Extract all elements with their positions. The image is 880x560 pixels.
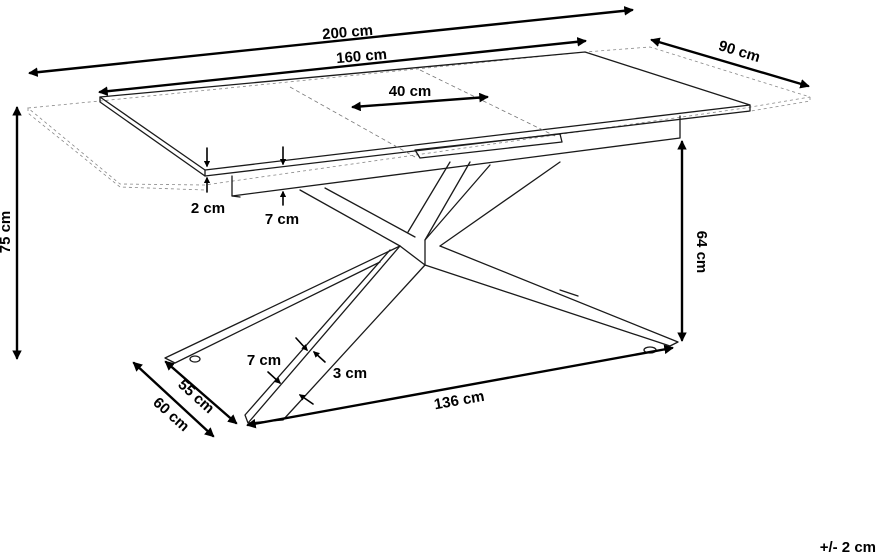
tolerance-note: +/- 2 cm [820,539,876,556]
label-top-thickness: 2 cm [191,200,225,217]
label-foot-outer: 60 cm [150,394,193,435]
label-leg-thickness: 3 cm [333,365,367,382]
dim-line-160 [98,37,587,96]
extended-tabletop-outline [27,46,811,191]
label-total-length: 200 cm [322,22,374,43]
dim-line-40 [351,92,489,112]
dim-line-60 [132,361,215,438]
label-leg-height: 64 cm [693,231,710,274]
label-base-length: 136 cm [433,388,486,414]
dim-arrow-legw-a [295,337,308,351]
label-total-height: 75 cm [0,211,14,254]
dim-line-136 [246,344,674,429]
table-base [164,161,679,424]
label-apron-height: 7 cm [265,211,299,228]
label-extension: 40 cm [389,83,432,100]
dimension-labels: 200 cm 160 cm 40 cm 90 cm 75 cm 64 cm 2 … [0,22,876,556]
apron [231,115,681,198]
tabletop [99,51,751,177]
dim-arrow-legt-a [313,351,326,363]
label-table-length: 160 cm [336,46,388,67]
dim-line-90 [650,37,810,89]
dimension-lines [12,6,810,438]
dim-arrow-legw-b [267,371,281,384]
dim-arrow-legt-b [298,394,314,405]
label-leg-width: 7 cm [247,352,281,369]
